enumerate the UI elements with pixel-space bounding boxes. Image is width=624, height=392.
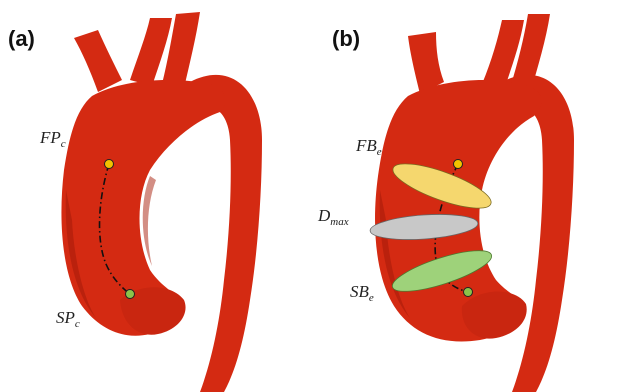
panel-b: (b) FBe Dmax SBe <box>312 0 624 392</box>
panel-a: (a) FPc SPc <box>0 0 312 392</box>
second-point-marker <box>126 290 135 299</box>
second-boundary-label: SBe <box>350 282 374 304</box>
aorta-figure-a <box>0 0 312 392</box>
shading <box>143 176 156 266</box>
second-point-marker <box>464 288 473 297</box>
second-point-label: SPc <box>56 308 80 330</box>
first-boundary-label: FBe <box>356 136 382 158</box>
first-point-marker <box>105 160 114 169</box>
aorta-figure-b <box>312 0 624 392</box>
max-diameter-label: Dmax <box>318 206 349 228</box>
descending-aorta <box>190 75 262 392</box>
aorta-model <box>61 12 262 392</box>
branch-vessel-left <box>408 32 444 94</box>
first-point-marker <box>454 160 463 169</box>
branch-vessel-left <box>74 30 122 92</box>
first-point-label: FPc <box>40 128 66 150</box>
